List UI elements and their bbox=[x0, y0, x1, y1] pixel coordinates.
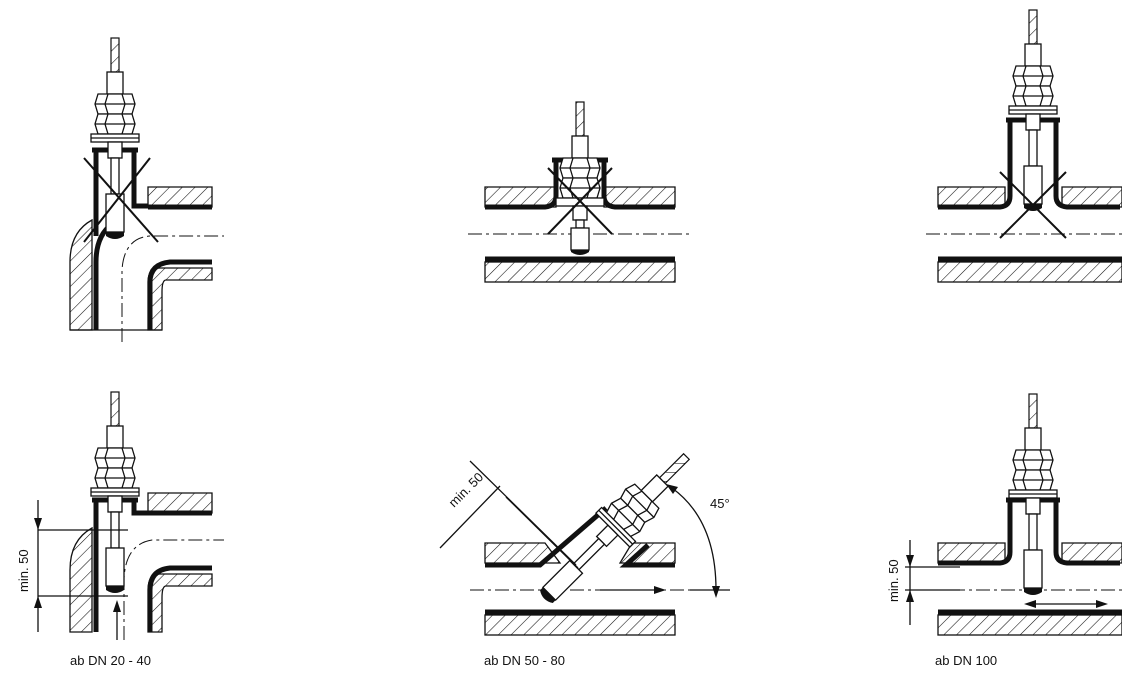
tall-well-wrong-diagram bbox=[926, 9, 1122, 283]
min-depth-label-left: min. 50 bbox=[16, 549, 31, 592]
caption-dn-100: ab DN 100 bbox=[935, 653, 998, 668]
min-depth-label-angled: min. 50 bbox=[446, 469, 487, 510]
straight-wrong-diagram bbox=[468, 101, 690, 283]
caption-dn-50-80: ab DN 50 - 80 bbox=[484, 653, 565, 668]
elbow-correct-diagram: min. 50 bbox=[16, 391, 224, 640]
angle-label: 45° bbox=[710, 496, 730, 511]
min-depth-label-right: min. 50 bbox=[886, 559, 901, 602]
caption-dn-20-40: ab DN 20 - 40 bbox=[70, 653, 151, 668]
angled-correct-diagram: min. 50 45° bbox=[439, 438, 730, 636]
elbow-wrong-diagram bbox=[69, 37, 224, 342]
straight-correct-diagram: min. 50 bbox=[886, 393, 1122, 636]
